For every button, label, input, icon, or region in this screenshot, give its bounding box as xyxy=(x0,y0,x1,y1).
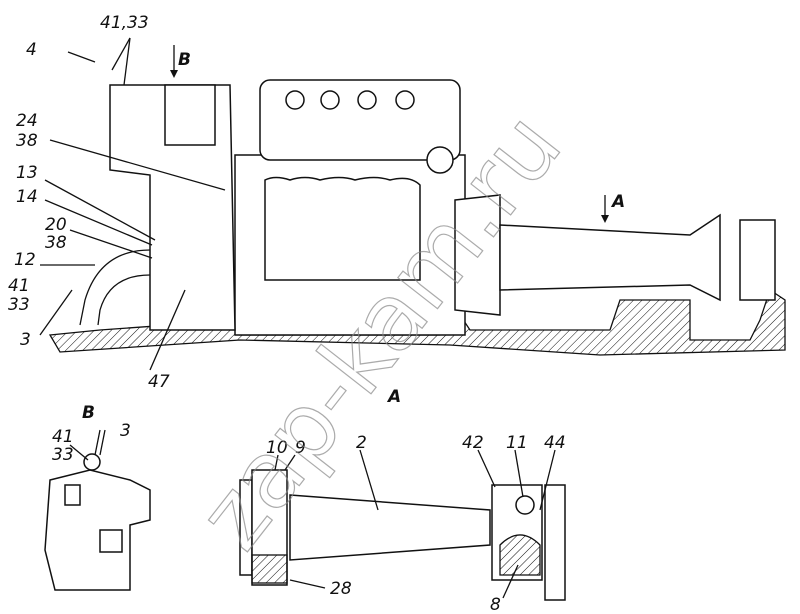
view-b-drawing xyxy=(44,429,151,591)
label-3: 3 xyxy=(20,330,31,350)
delivery-valves xyxy=(285,90,415,110)
label-38b: 38 xyxy=(45,233,67,253)
label-10: 10 xyxy=(266,438,288,458)
label-2: 2 xyxy=(356,433,367,453)
view-b-label-41: 41 xyxy=(52,427,74,447)
view-a-drawing xyxy=(239,469,566,601)
label-42: 42 xyxy=(462,433,484,453)
fuel-pump-main-view xyxy=(48,79,786,356)
label-33: 33 xyxy=(8,295,30,315)
view-b-title: B xyxy=(82,403,95,423)
drive-shaft xyxy=(499,213,721,302)
shaft-flange xyxy=(739,219,776,301)
label-41-33: 41,33 xyxy=(100,13,149,33)
label-47: 47 xyxy=(148,372,170,392)
label-11: 11 xyxy=(506,433,528,453)
view-a-title: A xyxy=(386,387,401,407)
label-28: 28 xyxy=(330,579,352,599)
label-9: 9 xyxy=(295,438,306,458)
label-38: 38 xyxy=(16,131,38,151)
label-13: 13 xyxy=(16,163,38,183)
label-14: 14 xyxy=(16,187,38,207)
label-4: 4 xyxy=(26,40,37,60)
view-a-arrow-label: A xyxy=(610,192,625,212)
coupling xyxy=(454,194,501,316)
label-20: 20 xyxy=(45,215,67,235)
view-b-label-3: 3 xyxy=(120,421,131,441)
leader-lines xyxy=(39,37,609,371)
view-a-leaders xyxy=(274,449,556,599)
view-b-label-33: 33 xyxy=(52,445,74,465)
plunger-section xyxy=(264,176,421,281)
pipe-12 xyxy=(79,249,151,326)
view-b-arrow-label: B xyxy=(178,50,191,70)
governor-cover xyxy=(164,84,216,146)
label-41: 41 xyxy=(8,276,30,296)
label-44: 44 xyxy=(544,433,566,453)
label-24: 24 xyxy=(16,111,38,131)
governor-housing xyxy=(109,84,236,331)
view-b-leader xyxy=(69,444,89,461)
label-8: 8 xyxy=(490,595,501,614)
plug xyxy=(426,146,454,174)
label-12: 12 xyxy=(14,250,36,270)
